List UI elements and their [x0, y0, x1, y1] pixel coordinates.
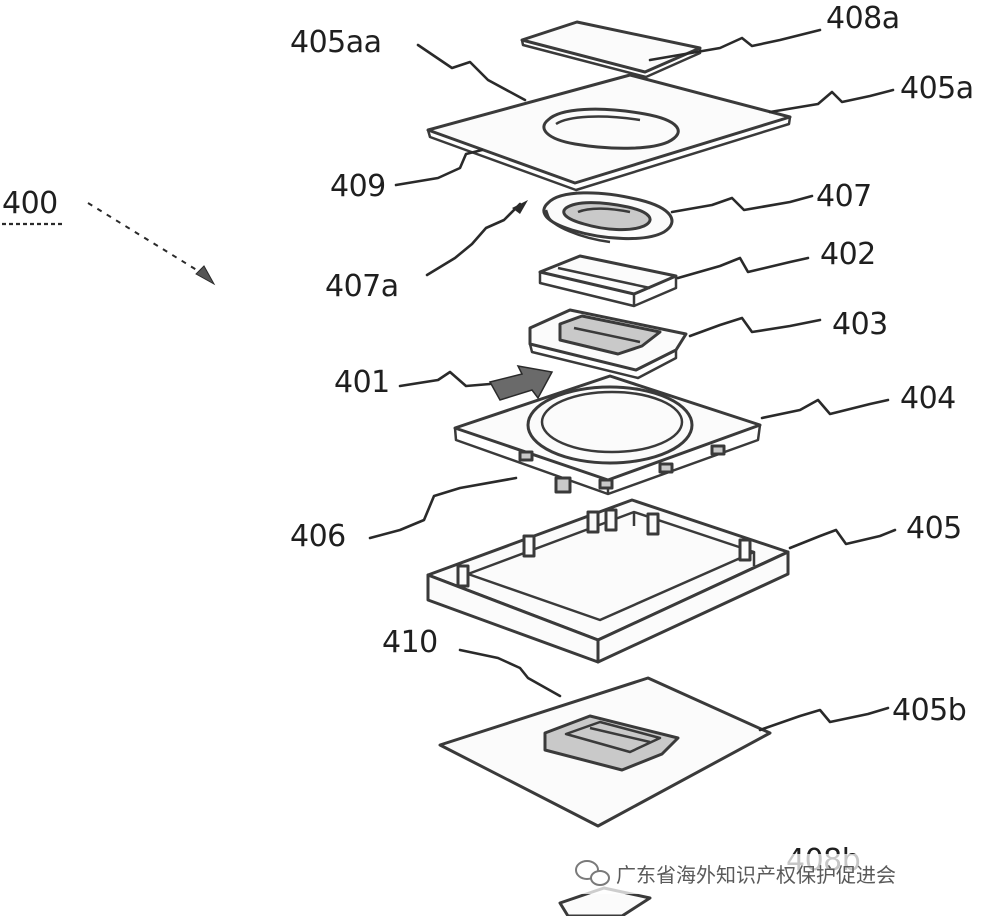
- part-408a: [520, 20, 702, 79]
- part-405: [426, 498, 790, 664]
- label-405aa: 405aa: [290, 25, 382, 60]
- label-409: 409: [330, 169, 386, 204]
- arrow-401: [488, 365, 554, 401]
- watermark-text: 广东省海外知识产权保护促进会: [616, 863, 896, 887]
- label-405: 405: [906, 511, 962, 546]
- label-407a: 407a: [325, 269, 399, 304]
- label-410: 410: [382, 625, 438, 660]
- part-407: [542, 191, 674, 244]
- label-408a: 408a: [826, 1, 900, 36]
- part-402: [538, 254, 678, 308]
- part-404: [453, 374, 762, 496]
- watermark: 广东省海外知识产权保护促进会: [566, 854, 966, 894]
- label-406: 406: [290, 519, 346, 554]
- label-401: 401: [334, 365, 390, 400]
- reference-labels: 400 405aa 408a 405a 409 407 407a 402 403…: [2, 1, 974, 878]
- part-405b: [438, 676, 772, 828]
- label-404: 404: [900, 381, 956, 416]
- label-405b: 405b: [892, 693, 966, 728]
- leader-lines: [368, 28, 897, 732]
- label-400: 400: [2, 186, 58, 221]
- label-407: 407: [816, 179, 872, 214]
- label-403: 403: [832, 307, 888, 342]
- part-403: [528, 308, 688, 380]
- label-402: 402: [820, 237, 876, 272]
- pointer-400: [87, 202, 216, 286]
- wechat-icon: [575, 860, 610, 886]
- part-405a: [426, 73, 792, 192]
- label-405a: 405a: [900, 71, 974, 106]
